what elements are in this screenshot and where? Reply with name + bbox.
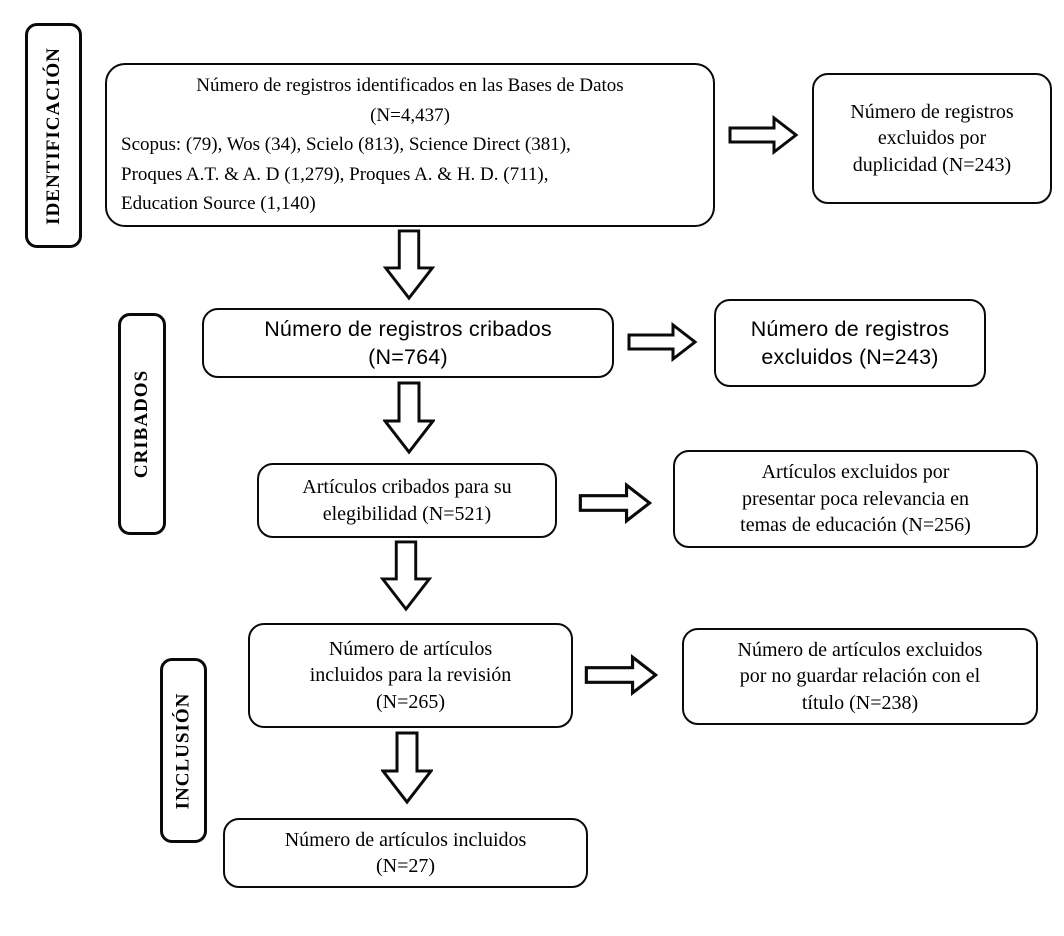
box-excluded-relevance-text: Artículos excluidos por presentar poca r… [740,461,971,537]
stage-label-cribados-text: CRIBADOS [131,369,152,479]
stage-label-cribados: CRIBADOS [118,313,166,535]
arrow-down-icon [381,731,433,805]
box-excluded-relevance: Artículos excluidos por presentar poca r… [673,450,1038,548]
box-identified-records-summary: Número de registros identificados en las… [196,75,624,126]
stage-label-inclusion: INCLUSIÓN [160,658,207,843]
box-excluded-duplicates: Número de registros excluidos por duplic… [812,73,1052,204]
box-screened-records: Número de registros cribados (N=764) [202,308,614,378]
box-included-review: Número de artículos incluidos para la re… [248,623,573,728]
stage-label-identificacion-text: IDENTIFICACIÓN [42,46,64,225]
box-eligibility-text: Artículos cribados para su elegibilidad … [302,476,512,525]
arrow-right-icon [584,654,658,696]
box-excluded-duplicates-text: Número de registros excluidos por duplic… [850,100,1014,176]
box-eligibility: Artículos cribados para su elegibilidad … [257,463,557,538]
arrow-down-icon [383,229,435,301]
box-included-final: Número de artículos incluidos (N=27) [223,818,588,888]
box-identified-records-sources: Scopus: (79), Wos (34), Scielo (813), Sc… [121,134,571,215]
stage-label-identificacion: IDENTIFICACIÓN [25,23,82,248]
box-excluded-title: Número de artículos excluidos por no gua… [682,628,1038,725]
arrow-down-icon [380,540,432,612]
stage-label-inclusion-text: INCLUSIÓN [172,692,194,809]
arrow-right-icon [728,115,799,155]
box-excluded-title-text: Número de artículos excluidos por no gua… [737,638,983,714]
box-excluded-screening-text: Número de registros excluidos (N=243) [750,316,950,369]
arrow-right-icon [578,482,652,524]
arrow-down-icon [383,381,435,455]
box-excluded-screening: Número de registros excluidos (N=243) [714,299,986,387]
box-included-review-text: Número de artículos incluidos para la re… [309,637,512,713]
arrow-right-icon [627,322,698,362]
box-identified-records: Número de registros identificados en las… [105,63,715,227]
box-included-final-text: Número de artículos incluidos (N=27) [284,828,527,877]
box-screened-records-text: Número de registros cribados (N=764) [264,316,552,369]
